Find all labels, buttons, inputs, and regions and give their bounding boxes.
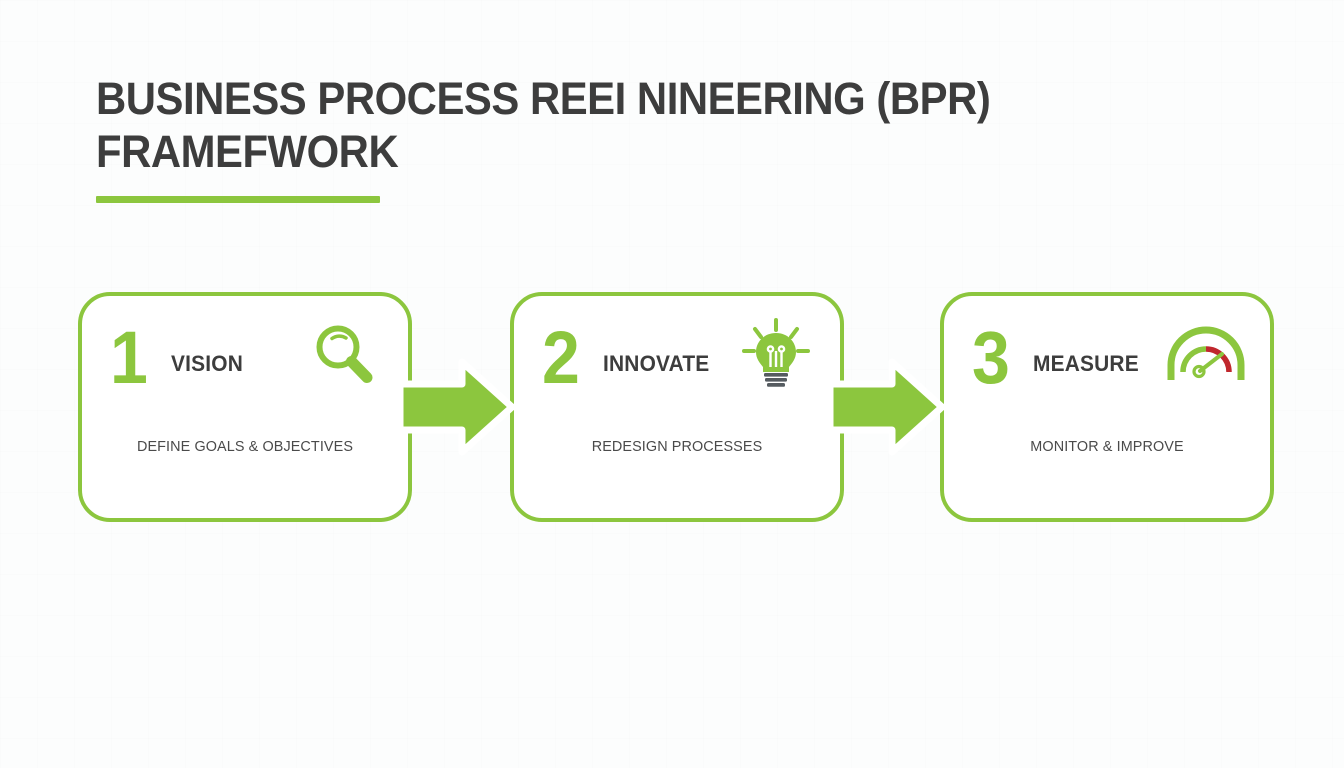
process-step-card-vision[interactable]: 1 VISION DEFINE GOALS & OBJECTIVES xyxy=(78,292,412,522)
process-step-card-innovate[interactable]: 2 INNOVATE xyxy=(510,292,844,522)
step-subtitle: DEFINE GOALS & OBJECTIVES xyxy=(136,438,354,455)
page-title: BUSINESS PROCESS REEI NINEERING (BPR) FR… xyxy=(96,73,991,203)
step-header: 1 VISION xyxy=(82,316,408,400)
step-label: INNOVATE xyxy=(603,351,710,376)
title-accent-underline xyxy=(96,196,380,203)
page-title-line-1: BUSINESS PROCESS REEI NINEERING (BPR) xyxy=(96,73,991,124)
gauge-icon xyxy=(1166,318,1246,390)
magnifying-glass-icon xyxy=(304,318,384,390)
page-title-line-2: FRAMEFWORK xyxy=(96,126,399,177)
step-subtitle: REDESIGN PROCESSES xyxy=(591,438,763,455)
step-number: 1 xyxy=(110,316,148,399)
step-number: 2 xyxy=(542,316,580,399)
lightbulb-icon xyxy=(736,318,816,390)
step-header: 2 INNOVATE xyxy=(514,316,840,400)
arrow-right-icon xyxy=(826,358,950,456)
step-label: VISION xyxy=(171,351,244,376)
step-subtitle: MONITOR & IMPROVE xyxy=(1030,438,1184,455)
arrow-right-icon xyxy=(396,358,520,456)
process-step-card-measure[interactable]: 3 MEASURE MONITOR & IMPROVE xyxy=(940,292,1274,522)
step-header: 3 MEASURE xyxy=(944,316,1270,400)
step-label: MEASURE xyxy=(1033,351,1140,376)
step-number: 3 xyxy=(972,316,1010,399)
bpr-process-flow: 1 VISION DEFINE GOALS & OBJECTIVES 2 INN… xyxy=(78,292,1274,522)
